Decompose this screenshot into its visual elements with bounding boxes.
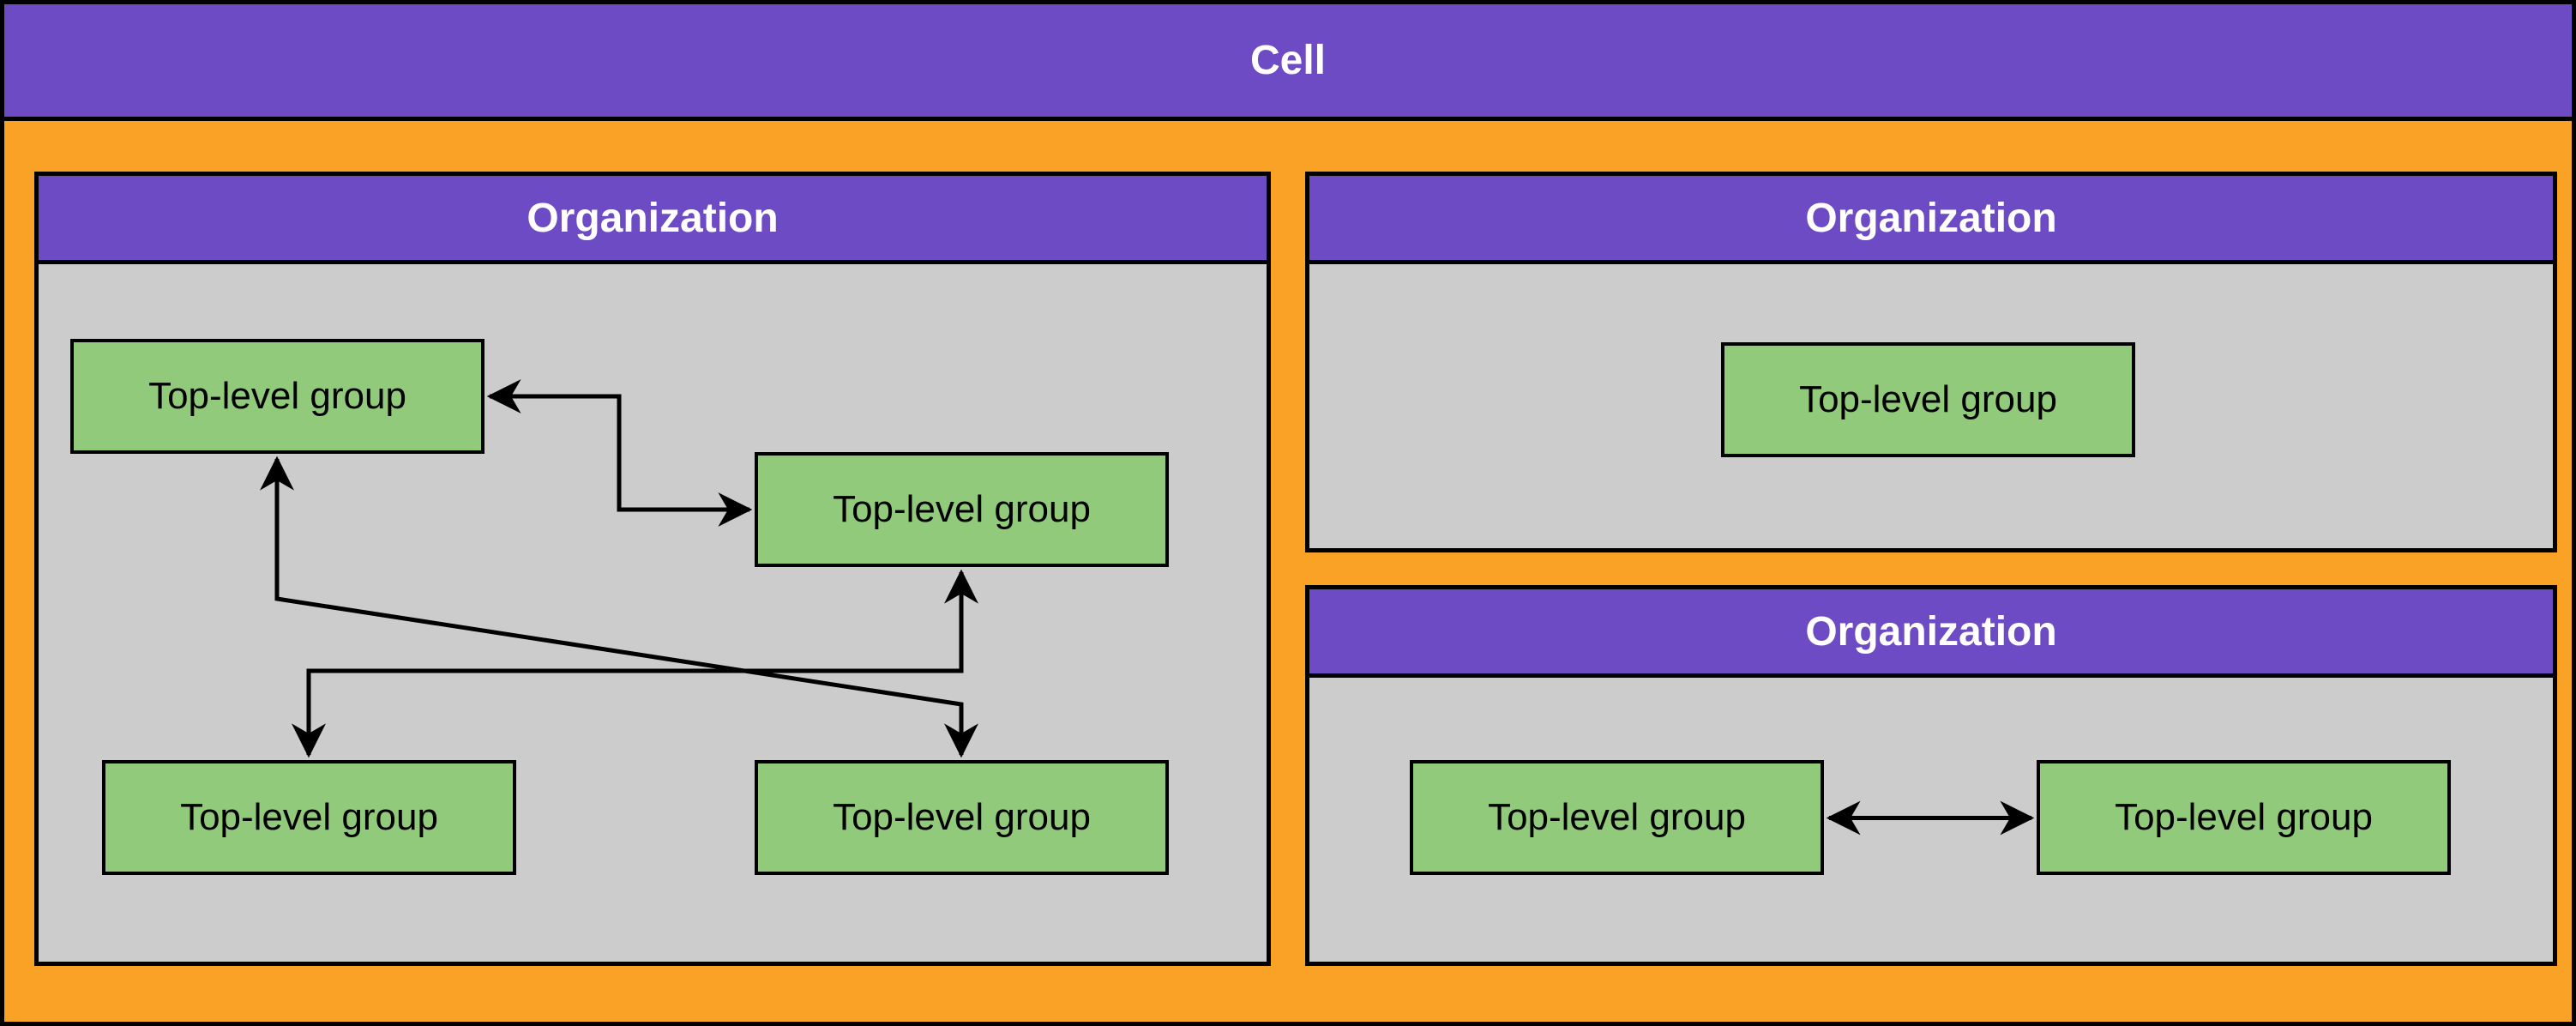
top-level-group-label: Top-level group xyxy=(833,488,1091,530)
organization-body-3: Top-level group Top-level group xyxy=(1309,678,2553,962)
top-level-group-label: Top-level group xyxy=(1488,796,1746,838)
cell-header: Cell xyxy=(4,4,2572,121)
top-level-group-label: Top-level group xyxy=(2115,796,2373,838)
top-level-group-6: Top-level group xyxy=(1410,760,1824,875)
top-level-group-7: Top-level group xyxy=(2037,760,2451,875)
organization-header-3: Organization xyxy=(1309,589,2553,678)
top-level-group-label: Top-level group xyxy=(833,796,1091,838)
top-level-group-2: Top-level group xyxy=(755,452,1169,567)
top-level-group-5: Top-level group xyxy=(1721,342,2135,457)
connector-group1-group2 xyxy=(486,379,753,527)
top-level-group-1: Top-level group xyxy=(70,339,485,454)
top-level-group-label: Top-level group xyxy=(1799,378,2057,420)
top-level-group-label: Top-level group xyxy=(148,375,406,417)
organization-header-2: Organization xyxy=(1309,176,2553,264)
organization-label: Organization xyxy=(1805,195,2057,241)
organization-header-1: Organization xyxy=(39,176,1267,264)
cell-label: Cell xyxy=(1249,38,1327,83)
top-level-group-4: Top-level group xyxy=(755,760,1169,875)
organization-panel-2: Organization Top-level group xyxy=(1305,172,2557,552)
top-level-group-3: Top-level group xyxy=(102,760,516,875)
organization-panel-1: Organization Top-level group Top-level g… xyxy=(34,172,1271,966)
organization-panel-3: Organization Top-level group Top-level g… xyxy=(1305,585,2557,966)
connector-group2-group3 xyxy=(292,569,978,758)
organization-label: Organization xyxy=(1805,608,2057,655)
top-level-group-label: Top-level group xyxy=(180,796,438,838)
organization-body-1: Top-level group Top-level group Top-leve… xyxy=(39,264,1267,962)
organization-body-2: Top-level group xyxy=(1309,264,2553,548)
organization-label: Organization xyxy=(527,195,779,241)
